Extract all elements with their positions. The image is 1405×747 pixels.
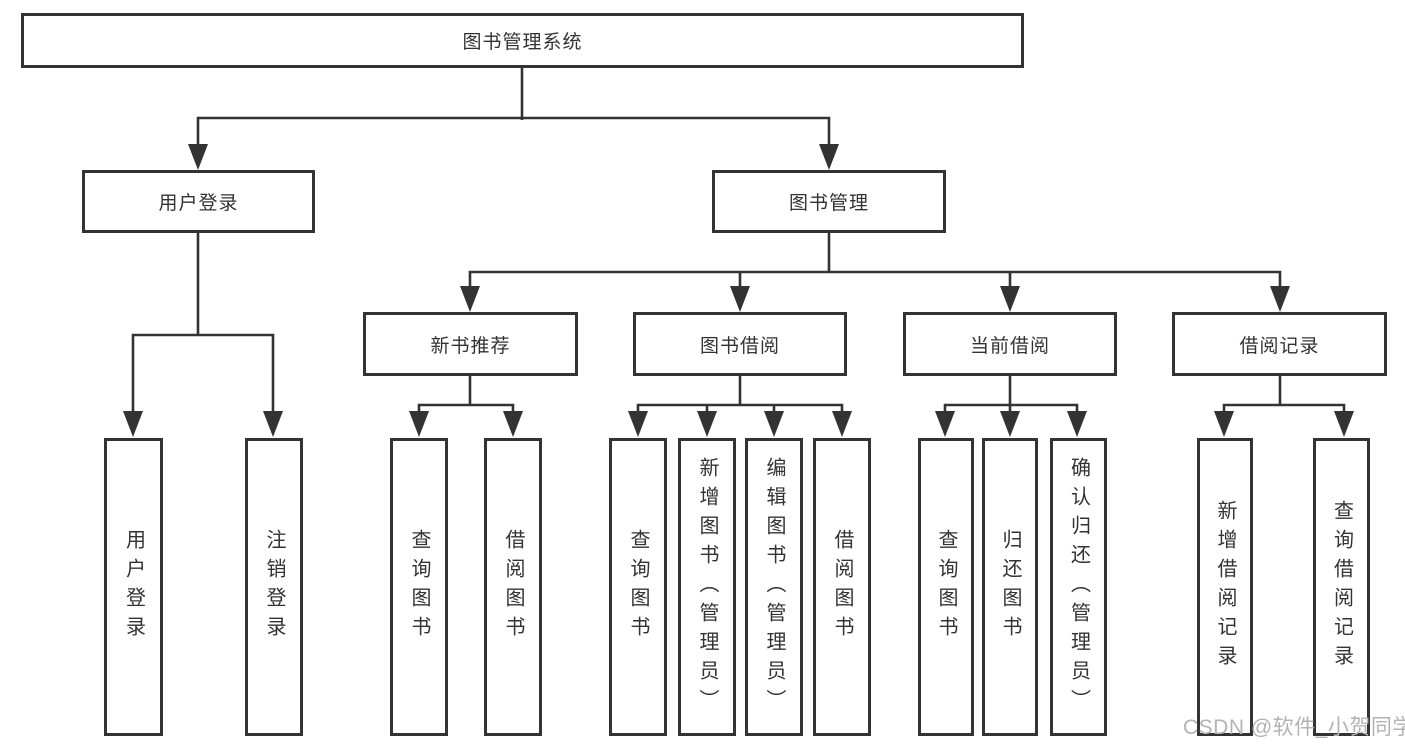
leaf-logout-label: 注销登录 — [263, 529, 285, 645]
node-book-borrow-label: 图书借阅 — [699, 335, 780, 357]
leaf-return-book: 归还图书 — [982, 438, 1038, 736]
node-new-book-recommend: 新书推荐 — [363, 312, 578, 376]
leaf-add-book-admin-label: 新增图书（管理员） — [696, 456, 718, 718]
node-root-label: 图书管理系统 — [462, 32, 583, 53]
leaf-add-book-admin: 新增图书（管理员） — [678, 438, 736, 736]
leaf-borrow-books-label: 借阅图书 — [831, 529, 853, 645]
leaf-logout: 注销登录 — [245, 438, 303, 736]
node-book-management-label: 图书管理 — [788, 193, 869, 214]
node-user-login-label: 用户登录 — [158, 193, 239, 214]
leaf-confirm-return-admin: 确认归还（管理员） — [1050, 438, 1107, 736]
leaf-edit-book-admin-label: 编辑图书（管理员） — [763, 456, 785, 718]
leaf-query-books-current-label: 查询图书 — [935, 529, 957, 645]
node-current-borrow-label: 当前借阅 — [969, 335, 1050, 357]
leaf-edit-book-admin: 编辑图书（管理员） — [745, 438, 803, 736]
leaf-return-book-label: 归还图书 — [999, 529, 1021, 645]
leaf-borrow-books: 借阅图书 — [813, 438, 871, 736]
leaf-query-books-recommend-label: 查询图书 — [408, 529, 430, 645]
leaf-confirm-return-admin-label: 确认归还（管理员） — [1067, 456, 1090, 718]
leaf-query-borrow-record-label: 查询借阅记录 — [1330, 500, 1353, 674]
leaf-add-borrow-record-label: 新增借阅记录 — [1214, 500, 1236, 674]
node-book-borrow: 图书借阅 — [633, 312, 847, 376]
leaf-add-borrow-record: 新增借阅记录 — [1197, 438, 1253, 736]
leaf-borrow-books-recommend: 借阅图书 — [484, 438, 542, 736]
arrowheads — [123, 144, 1354, 437]
leaf-borrow-books-recommend-label: 借阅图书 — [502, 529, 524, 645]
leaf-query-books-recommend: 查询图书 — [390, 438, 448, 736]
node-new-book-recommend-label: 新书推荐 — [430, 335, 511, 357]
leaf-query-books-borrow-label: 查询图书 — [627, 529, 649, 645]
leaf-query-books-borrow: 查询图书 — [609, 438, 667, 736]
leaf-query-books-current: 查询图书 — [918, 438, 974, 736]
leaf-user-login: 用户登录 — [104, 438, 163, 736]
leaf-user-login-label: 用户登录 — [122, 529, 145, 645]
node-borrow-records-label: 借阅记录 — [1239, 335, 1320, 357]
node-user-login: 用户登录 — [82, 170, 315, 233]
node-book-management: 图书管理 — [712, 170, 946, 233]
node-root: 图书管理系统 — [21, 13, 1024, 68]
leaf-query-borrow-record: 查询借阅记录 — [1313, 438, 1370, 736]
csdn-watermark: CSDN @软件_小贺同学 — [1183, 716, 1405, 739]
connector-paths — [131, 68, 1346, 414]
node-current-borrow: 当前借阅 — [903, 312, 1117, 376]
node-borrow-records: 借阅记录 — [1172, 312, 1387, 376]
